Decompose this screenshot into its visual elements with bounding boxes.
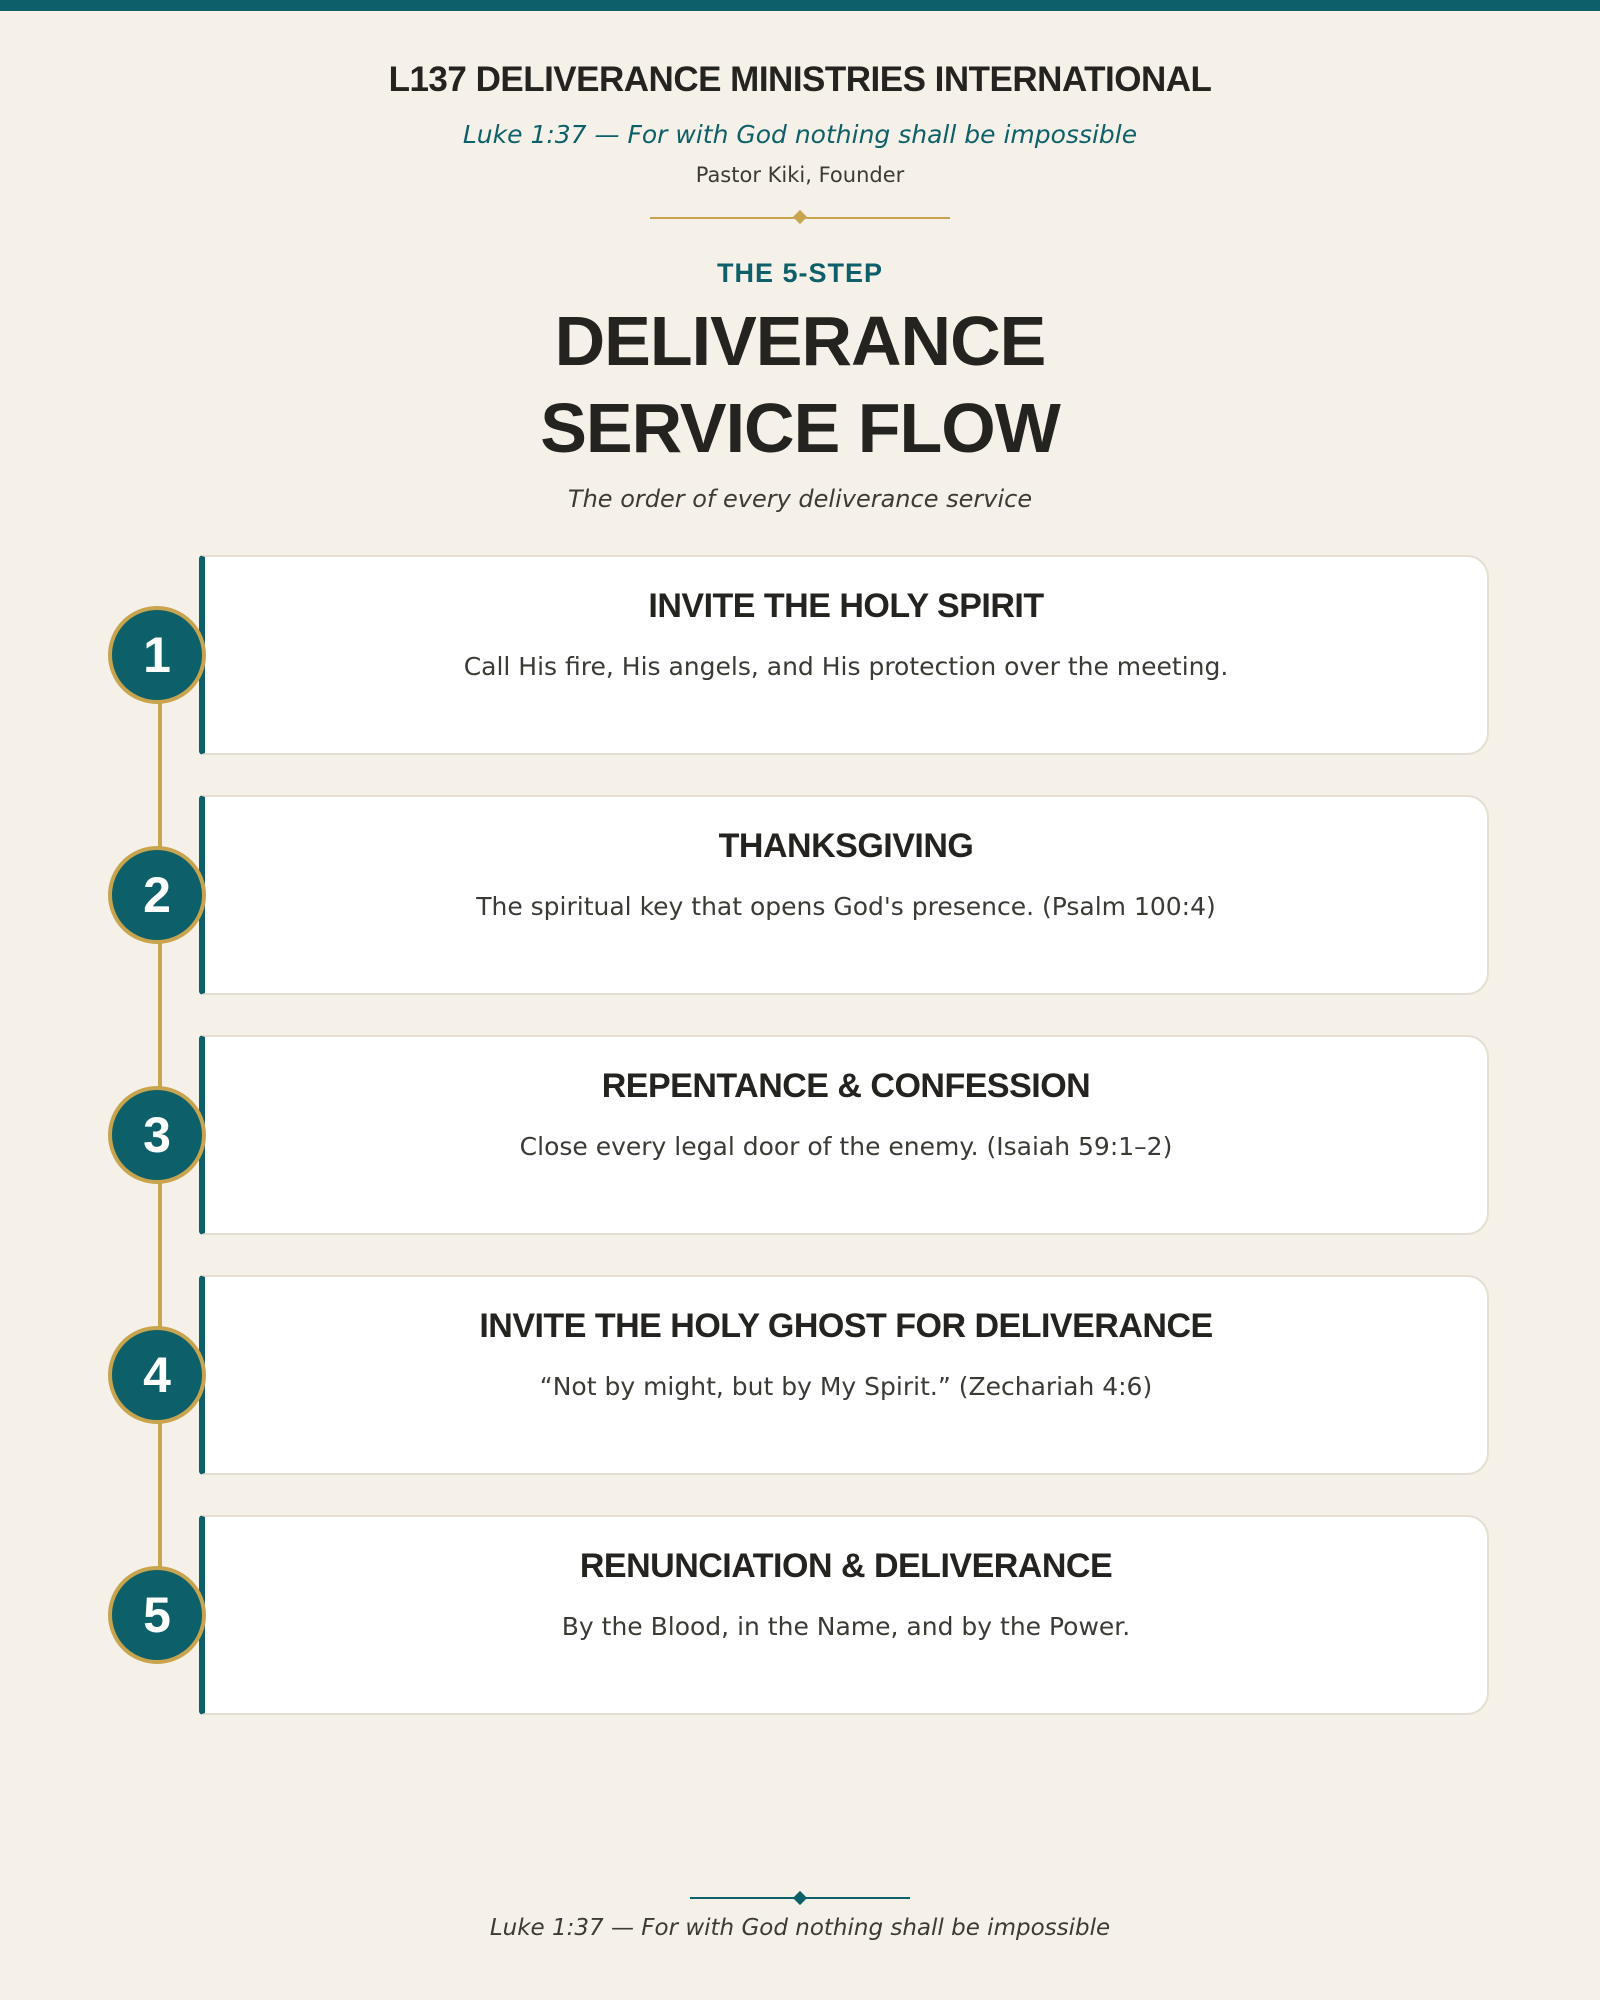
step-card: INVITE THE HOLY GHOST FOR DELIVERANCE “N… [199, 1275, 1489, 1475]
step-card: INVITE THE HOLY SPIRIT Call His fire, Hi… [199, 555, 1489, 755]
step-card: RENUNCIATION & DELIVERANCE By the Blood,… [199, 1515, 1489, 1715]
step-4: INVITE THE HOLY GHOST FOR DELIVERANCE “N… [0, 1275, 1600, 1475]
step-description: “Not by might, but by My Spirit.” (Zecha… [539, 1372, 1153, 1401]
step-card: THANKSGIVING The spiritual key that open… [199, 795, 1489, 995]
page-title-line-1: DELIVERANCE [554, 302, 1047, 380]
header-diamond-ornament [792, 209, 808, 225]
step-5: RENUNCIATION & DELIVERANCE By the Blood,… [0, 1515, 1600, 1715]
step-number-badge: 4 [108, 1326, 206, 1424]
step-title: RENUNCIATION & DELIVERANCE [579, 1547, 1113, 1585]
step-description: Close every legal door of the enemy. (Is… [519, 1132, 1173, 1161]
footer-verse: Luke 1:37 — For with God nothing shall b… [489, 1915, 1111, 1941]
step-card: REPENTANCE & CONFESSION Close every lega… [199, 1035, 1489, 1235]
step-number-badge: 1 [108, 606, 206, 704]
step-description: The spiritual key that opens God's prese… [476, 892, 1216, 921]
step-description: By the Blood, in the Name, and by the Po… [561, 1612, 1131, 1641]
step-title: INVITE THE HOLY GHOST FOR DELIVERANCE [479, 1307, 1213, 1345]
step-2: THANKSGIVING The spiritual key that open… [0, 795, 1600, 995]
footer-diamond-ornament [792, 1890, 808, 1906]
org-name: L137 DELIVERANCE MINISTRIES INTERNATIONA… [388, 60, 1212, 99]
step-title: REPENTANCE & CONFESSION [601, 1067, 1091, 1105]
top-accent-bar [0, 0, 1600, 11]
page-title-line-2: SERVICE FLOW [540, 389, 1061, 467]
step-title: THANKSGIVING [718, 827, 974, 865]
step-number-badge: 3 [108, 1086, 206, 1184]
founder-line: Pastor Kiki, Founder [695, 163, 905, 187]
title-eyebrow: THE 5-STEP [716, 258, 884, 288]
page-title: DELIVERANCE SERVICE FLOW [0, 298, 1600, 472]
step-title: INVITE THE HOLY SPIRIT [648, 587, 1044, 625]
step-description: Call His fire, His angels, and His prote… [463, 652, 1229, 681]
step-3: REPENTANCE & CONFESSION Close every lega… [0, 1035, 1600, 1235]
step-number-badge: 2 [108, 846, 206, 944]
step-1: INVITE THE HOLY SPIRIT Call His fire, Hi… [0, 555, 1600, 755]
title-tagline: The order of every deliverance service [567, 485, 1033, 513]
header-verse: Luke 1:37 — For with God nothing shall b… [462, 120, 1138, 149]
step-number-badge: 5 [108, 1566, 206, 1664]
